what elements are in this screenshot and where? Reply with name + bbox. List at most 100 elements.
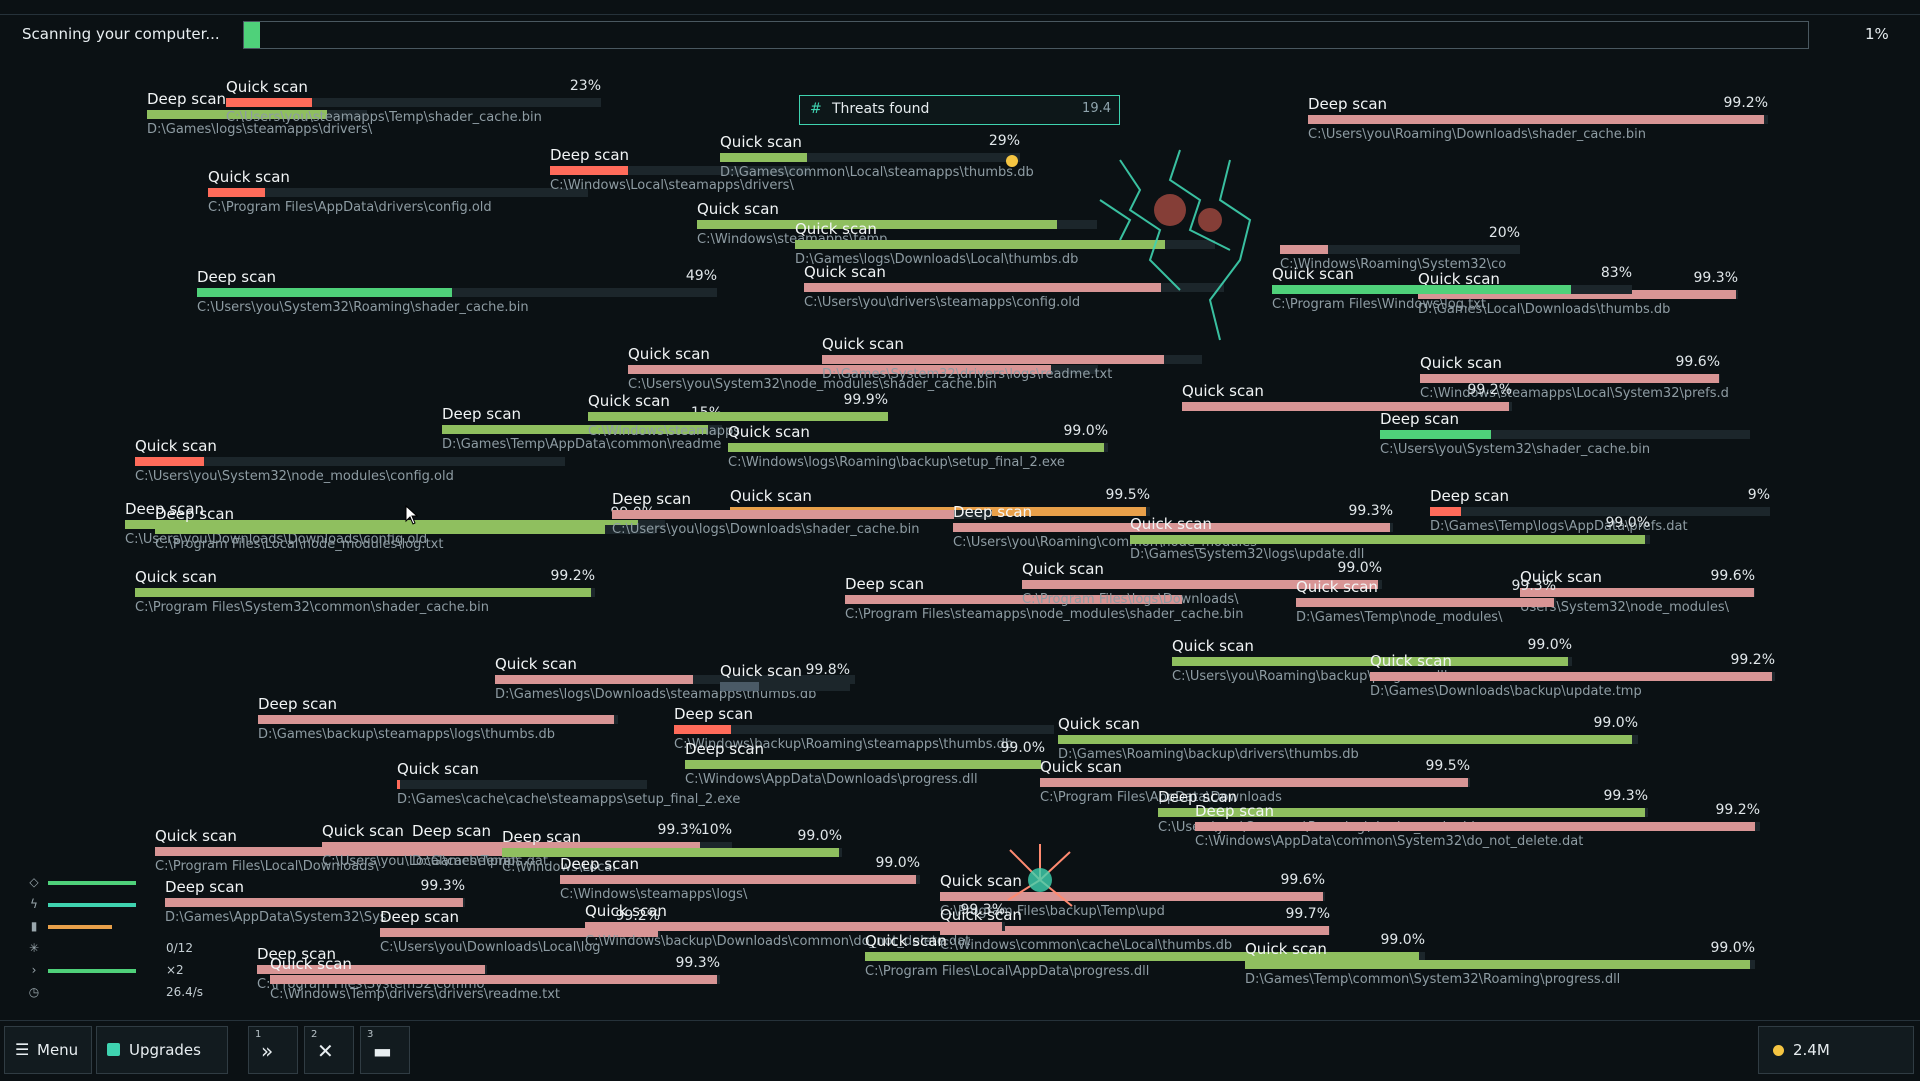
scan-progress-track	[940, 926, 1330, 935]
scan-progress-bar	[243, 21, 1809, 49]
clock-icon: ◷	[28, 985, 40, 999]
scan-file-path: C:\Windows\logs\Roaming\backup\setup_fin…	[728, 455, 1065, 470]
scan-label: Deep scan	[1430, 487, 1510, 505]
scan-percent: 99.0%	[1605, 515, 1650, 531]
scan-progress-track	[1272, 285, 1632, 294]
scan-label: Quick scan	[588, 392, 670, 410]
scan-file-path: C:\Windows\backup\Roaming\steamapps\thum…	[674, 737, 1014, 752]
scan-progress-fill	[720, 153, 807, 162]
scan-label: Quick scan	[208, 168, 290, 186]
hotbar-slot-1[interactable]: 1»	[248, 1026, 298, 1074]
scan-file-path: C:\Users\you\Roaming\Downloads\shader_ca…	[1308, 127, 1646, 142]
scan-progress-track	[397, 780, 647, 789]
scan-label: Quick scan	[628, 345, 710, 363]
upgrades-button[interactable]: Upgrades	[96, 1026, 228, 1074]
hotbar-slot-2[interactable]: 2✕	[304, 1026, 354, 1074]
scan-item[interactable]: 20%C:\Windows\Roaming\System32\co	[1280, 225, 1520, 272]
scan-label: Quick scan	[155, 827, 237, 845]
stat-bar	[48, 925, 112, 929]
scan-label: Deep scan	[258, 695, 338, 713]
hotbar-slot-3[interactable]: 3▬	[360, 1026, 410, 1074]
scan-progress-track	[495, 675, 855, 684]
scan-label: Quick scan	[720, 133, 802, 151]
scan-file-path: D:\Games\Temp\node_modules\	[1296, 610, 1503, 625]
bottom-toolbar: ☰ Menu Upgrades 2.4M 1»2✕3▬	[0, 1020, 1920, 1081]
scan-percent: 99.3%	[1348, 503, 1393, 519]
scan-progress-track	[442, 425, 722, 434]
threats-found-panel[interactable]: # Threats found 19.4	[799, 95, 1120, 125]
scan-progress-track	[728, 443, 1108, 452]
scan-label: Quick scan	[1022, 560, 1104, 578]
scan-percent: 99.0%	[1710, 940, 1755, 956]
scan-percent: 49%	[685, 268, 717, 284]
menu-button[interactable]: ☰ Menu	[4, 1026, 92, 1074]
scan-label: Quick scan	[730, 487, 812, 505]
scan-progress-fill	[397, 780, 400, 789]
scan-progress-fill	[728, 443, 1105, 452]
scan-label: Quick scan	[822, 335, 904, 353]
scan-label: Quick scan	[1418, 270, 1500, 288]
scan-progress-fill	[258, 715, 615, 724]
scan-percent: 99.6%	[1710, 568, 1755, 584]
scan-percent: 29%	[988, 133, 1020, 149]
scan-percent: 99.2%	[615, 908, 660, 924]
scan-label: Deep scan	[674, 705, 754, 723]
scan-file-path: C:\Users\you\System32\Roaming\shader_cac…	[197, 300, 529, 315]
scan-label: Deep scan	[1158, 788, 1238, 806]
stat-row: ▮	[24, 916, 214, 938]
scan-progress-fill	[1272, 285, 1571, 294]
scan-progress-fill	[720, 682, 759, 691]
